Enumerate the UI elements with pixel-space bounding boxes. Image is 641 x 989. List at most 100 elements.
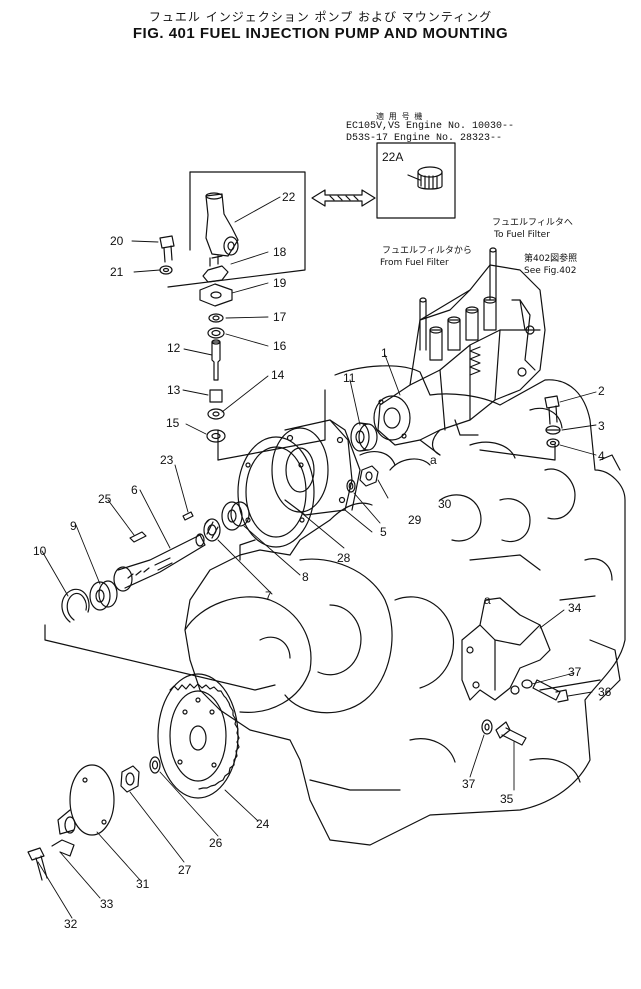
washer-26 xyxy=(149,756,161,774)
bolt-32 xyxy=(27,847,48,881)
part-labels: 1 2 3 4 5 6 7 8 9 10 11 12 13 14 15 16 1… xyxy=(33,190,612,931)
label-18: 18 xyxy=(273,245,287,259)
needle-bearing-7 xyxy=(203,518,221,542)
washer-21 xyxy=(159,265,173,275)
drive-shaft xyxy=(113,533,206,592)
spring-13 xyxy=(209,389,223,403)
ref-letter-a-bracket: a xyxy=(484,593,491,607)
bolt-36 xyxy=(532,679,569,703)
ref-letter-a-pump: a xyxy=(430,453,437,467)
fuel-pipes xyxy=(419,247,497,351)
figure-title: FIG. 401 FUEL INJECTION PUMP AND MOUNTIN… xyxy=(132,25,509,42)
washer-4 xyxy=(546,438,560,448)
label-34: 34 xyxy=(568,601,582,615)
drive-gear-24 xyxy=(157,673,240,799)
engine-block xyxy=(184,365,626,846)
label-3: 3 xyxy=(598,419,605,433)
inset-label: 22A xyxy=(382,150,403,164)
note-to-filter-jp: フュエルフィルタへ xyxy=(492,218,573,228)
note-to-filter-en: To Fuel Filter xyxy=(494,230,550,240)
washer-29 xyxy=(346,479,356,493)
label-16: 16 xyxy=(273,339,287,353)
label-5: 5 xyxy=(380,525,387,539)
bolt-35 xyxy=(495,721,527,746)
bracket-lines xyxy=(44,389,601,691)
leader-lines xyxy=(37,196,597,919)
label-37-upper: 37 xyxy=(568,665,582,679)
label-11: 11 xyxy=(343,371,356,385)
serial-line-2: D53S-17 Engine No. 28323-- xyxy=(346,133,503,144)
label-8: 8 xyxy=(302,570,309,584)
note-from-filter-jp: フュエルフィルタから xyxy=(382,246,472,256)
label-36: 36 xyxy=(598,685,612,699)
label-29: 29 xyxy=(408,513,422,527)
label-22: 22 xyxy=(282,190,296,204)
valve-12 xyxy=(211,339,221,381)
label-31: 31 xyxy=(136,877,150,891)
label-24: 24 xyxy=(256,817,270,831)
title-japanese: フュエル インジェクション ポンプ および マウンティング xyxy=(148,10,493,24)
label-35: 35 xyxy=(500,792,514,806)
flange-gasket xyxy=(237,436,315,548)
label-26: 26 xyxy=(209,836,223,850)
label-15: 15 xyxy=(166,416,180,430)
washer-37a xyxy=(521,679,533,689)
label-32: 32 xyxy=(64,917,78,931)
pump-mounting-flange xyxy=(271,419,361,516)
label-2: 2 xyxy=(598,384,605,398)
note-see-fig-en: See Fig.402 xyxy=(524,266,577,276)
label-25: 25 xyxy=(98,492,112,506)
label-21: 21 xyxy=(110,265,124,279)
gasket-19 xyxy=(199,283,233,307)
bearing-11 xyxy=(350,422,378,452)
ring-17 xyxy=(208,313,224,323)
serial-heading: 適 用 号 機 xyxy=(376,113,423,122)
label-30: 30 xyxy=(438,497,452,511)
label-6: 6 xyxy=(131,483,138,497)
label-19: 19 xyxy=(273,276,287,290)
bearing-8 xyxy=(221,501,250,531)
nut-27 xyxy=(120,765,140,793)
label-10: 10 xyxy=(33,544,47,558)
fitting-18 xyxy=(202,255,229,283)
lock-plate-33 xyxy=(51,839,75,857)
label-4: 4 xyxy=(598,449,605,463)
bearing-9 xyxy=(89,580,118,611)
key-25 xyxy=(129,531,147,543)
note-from-filter-en: From Fuel Filter xyxy=(380,258,449,268)
label-27: 27 xyxy=(178,863,192,877)
label-33: 33 xyxy=(100,897,114,911)
nut-30 xyxy=(359,465,379,487)
bolt-2 xyxy=(544,395,560,425)
ring-16 xyxy=(207,327,225,339)
cover-31 xyxy=(57,764,115,836)
label-12: 12 xyxy=(167,341,181,355)
seat-14 xyxy=(207,408,225,420)
injection-pump xyxy=(373,264,546,456)
snap-ring-10 xyxy=(61,588,90,623)
bracket-34 xyxy=(461,597,551,701)
label-13: 13 xyxy=(167,383,181,397)
label-17: 17 xyxy=(273,310,287,324)
inset-double-arrow xyxy=(311,189,376,207)
label-7: 7 xyxy=(265,589,272,603)
inset-22A xyxy=(376,142,456,219)
serial-line-1: EC105V,VS Engine No. 10030-- xyxy=(346,121,515,132)
ring-15 xyxy=(206,429,226,443)
label-9: 9 xyxy=(70,519,77,533)
label-1: 1 xyxy=(381,346,388,360)
bolt-20 xyxy=(159,235,175,263)
washer-3 xyxy=(545,425,561,435)
key-23 xyxy=(182,511,194,521)
label-28: 28 xyxy=(337,551,351,565)
washer-37b xyxy=(481,719,493,735)
label-20: 20 xyxy=(110,234,124,248)
callout-box-22 xyxy=(167,171,306,288)
label-14: 14 xyxy=(271,368,285,382)
label-23: 23 xyxy=(160,453,174,467)
fitting-22 xyxy=(205,192,239,257)
note-see-fig-jp: 第402図参照 xyxy=(524,254,578,264)
label-37-lower: 37 xyxy=(462,777,476,791)
